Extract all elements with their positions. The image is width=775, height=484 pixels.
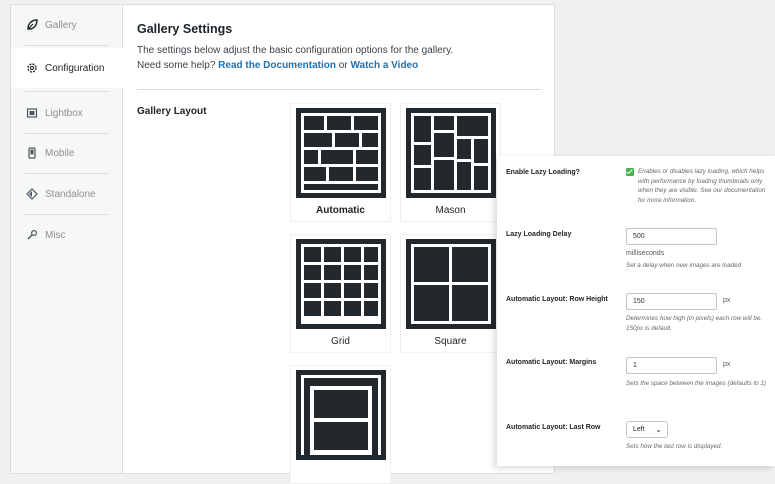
documentation-link[interactable]: Read the Documentation <box>218 60 336 71</box>
row-height-help: Determines how high (in pixels) each row… <box>626 315 763 332</box>
layout-option-label: Grid <box>331 336 350 347</box>
gear-icon <box>25 61 39 75</box>
grid-layout-icon <box>296 239 386 329</box>
page-title: Gallery Settings <box>137 22 233 36</box>
sidebar-item-label: Misc <box>45 229 66 241</box>
row-height-label: Automatic Layout: Row Height <box>506 296 608 303</box>
sidebar-item-label: Standalone <box>45 188 96 200</box>
sidebar-item-mobile[interactable]: Mobile <box>11 133 123 173</box>
page-description: The settings below adjust the basic conf… <box>137 43 537 73</box>
sidebar: Gallery Configuration Lightbox Mobile <box>11 5 124 473</box>
or-text: or <box>338 60 348 71</box>
margins-help: Sets the space between the images (defau… <box>626 380 767 387</box>
divider <box>25 45 109 46</box>
gallery-layout-label: Gallery Layout <box>137 106 207 117</box>
divider <box>25 133 109 134</box>
chevron-down-icon: ⌄ <box>655 425 662 434</box>
sidebar-item-lightbox[interactable]: Lightbox <box>11 93 123 133</box>
description-line: The settings below adjust the basic conf… <box>137 45 454 56</box>
row-height-unit: px <box>723 297 731 304</box>
row-height-input[interactable]: 150 <box>626 293 717 310</box>
mobile-icon <box>25 146 39 160</box>
video-link[interactable]: Watch a Video <box>350 60 419 71</box>
last-row-label: Automatic Layout: Last Row <box>506 424 601 431</box>
sidebar-item-misc[interactable]: Misc <box>11 215 123 255</box>
last-row-select[interactable]: Left ⌄ <box>626 421 668 438</box>
lazy-loading-label: Enable Lazy Loading? <box>506 169 580 176</box>
lazy-delay-unit: milliseconds <box>626 250 665 257</box>
content-area: Gallery Settings The settings below adju… <box>137 5 554 484</box>
divider <box>137 89 541 90</box>
wrench-icon <box>25 228 39 242</box>
layout-option-mason[interactable]: Mason <box>400 103 501 222</box>
sidebar-item-label: Configuration <box>45 62 105 74</box>
layout-option-label: Mason <box>435 205 466 216</box>
margins-label: Automatic Layout: Margins <box>506 359 597 366</box>
margins-unit: px <box>723 361 731 368</box>
mason-layout-icon <box>406 108 496 198</box>
standalone-icon <box>25 187 39 201</box>
divider <box>25 214 109 215</box>
lazy-delay-help: Set a delay when new images are loaded <box>626 262 742 269</box>
help-line: Need some help? Read the Documentation o… <box>137 58 537 73</box>
square-layout-icon <box>406 239 496 329</box>
sidebar-item-gallery[interactable]: Gallery <box>11 5 123 45</box>
film-layout-icon <box>296 370 386 460</box>
lazy-delay-input[interactable]: 500 <box>626 228 717 245</box>
layout-option-grid[interactable]: Grid <box>290 234 391 353</box>
layout-option-label: Automatic <box>316 205 365 216</box>
lazy-delay-label: Lazy Loading Delay <box>506 231 572 238</box>
last-row-value: Left <box>633 426 645 433</box>
leaf-icon <box>25 18 39 32</box>
divider <box>25 91 109 92</box>
last-row-help: Sets how the last row is displayed. <box>626 443 723 450</box>
sidebar-item-label: Lightbox <box>45 107 83 119</box>
advanced-settings-overlay: Enable Lazy Loading? Enables or disables… <box>497 156 775 466</box>
layout-option-square[interactable]: Square <box>400 234 501 353</box>
help-prefix: Need some help? <box>137 60 216 71</box>
sidebar-item-configuration[interactable]: Configuration <box>11 48 124 88</box>
settings-panel: Gallery Configuration Lightbox Mobile <box>10 4 555 484</box>
sidebar-item-standalone[interactable]: Standalone <box>11 174 123 214</box>
automatic-layout-icon <box>296 108 386 198</box>
layout-option-slider[interactable] <box>290 365 391 484</box>
margins-input[interactable]: 1 <box>626 357 717 374</box>
sidebar-item-label: Gallery <box>45 19 77 31</box>
lazy-loading-help: Enables or disables lazy loading, which … <box>638 168 766 204</box>
layout-option-label: Square <box>434 336 467 347</box>
layout-option-automatic[interactable]: Automatic <box>290 103 391 222</box>
lazy-loading-checkbox[interactable] <box>626 168 634 176</box>
divider <box>25 173 109 174</box>
sidebar-item-label: Mobile <box>45 147 75 159</box>
lightbox-icon <box>25 106 39 120</box>
